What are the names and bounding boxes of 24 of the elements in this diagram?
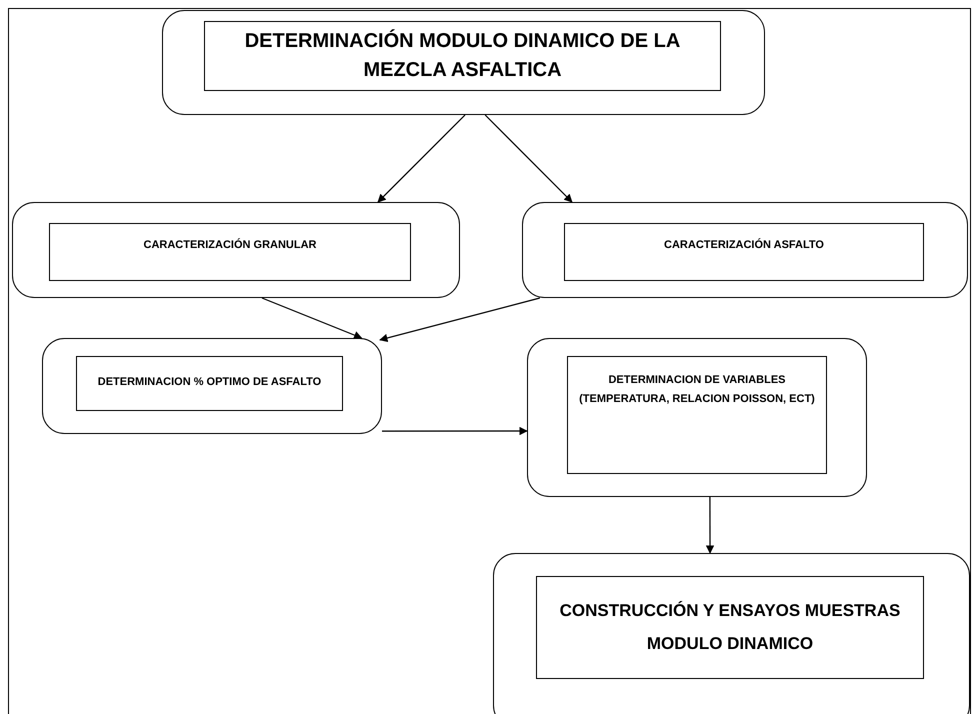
process-box bbox=[76, 356, 343, 411]
process-box bbox=[536, 576, 924, 679]
box-label: CONSTRUCCIÓN Y ENSAYOS MUESTRAS MODULO DINAMICO bbox=[558, 600, 902, 654]
rounded-frame bbox=[522, 202, 968, 298]
arrow bbox=[377, 114, 466, 203]
arrow bbox=[706, 497, 714, 554]
rounded-frame bbox=[42, 338, 382, 434]
rounded-frame bbox=[493, 553, 970, 714]
box-label: DETERMINACION % OPTIMO DE ASFALTO bbox=[98, 375, 322, 390]
rounded-frame bbox=[162, 10, 765, 115]
box-label: CARACTERIZACIÓN GRANULAR bbox=[144, 238, 316, 252]
rounded-frame bbox=[527, 338, 867, 497]
process-box bbox=[567, 356, 827, 474]
arrow bbox=[262, 297, 362, 340]
arrow bbox=[484, 114, 573, 203]
box-label: DETERMINACIÓN MODULO DINAMICO DE LA MEZCLA ASFALTICA bbox=[244, 28, 682, 83]
process-box bbox=[49, 223, 411, 281]
box-label: CARACTERIZACIÓN ASFALTO bbox=[664, 238, 824, 252]
arrow bbox=[382, 426, 528, 436]
process-box bbox=[564, 223, 924, 281]
box-label: DETERMINACION DE VARIABLES (TEMPERATURA, RELACION POISSON, ECT) bbox=[578, 373, 816, 408]
rounded-frame bbox=[12, 202, 460, 298]
process-box bbox=[204, 21, 721, 91]
arrow bbox=[379, 297, 540, 342]
